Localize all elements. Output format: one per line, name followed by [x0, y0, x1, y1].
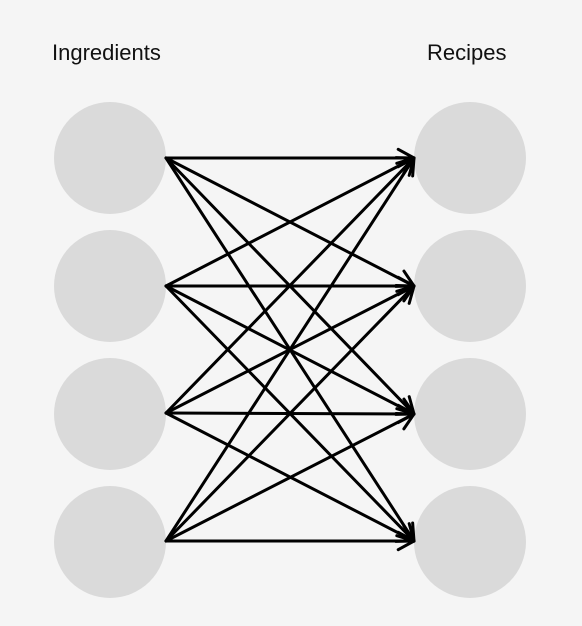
edge-line [164, 156, 416, 543]
ingredient-node [54, 486, 166, 598]
ingredient-node [54, 230, 166, 342]
edge-layer [164, 147, 416, 552]
edge-arrow [164, 284, 416, 543]
recipes-column-label: Recipes [427, 40, 507, 65]
arrowhead [394, 412, 416, 431]
edge-arrow [164, 530, 416, 552]
arrowhead [396, 156, 416, 178]
edge-line [164, 412, 416, 543]
edge-line [164, 156, 416, 415]
ingredient-node [54, 102, 166, 214]
ingredients-column-label: Ingredients [52, 40, 161, 65]
arrowhead [395, 284, 416, 305]
edge-line [164, 284, 416, 543]
edge-arrow [164, 156, 416, 543]
recipe-node [414, 486, 526, 598]
node-layer [54, 102, 526, 598]
ingredient-node [54, 358, 166, 470]
edge-line [164, 156, 416, 288]
edge-arrow [164, 147, 416, 169]
recipe-node [414, 102, 526, 214]
recipe-node [414, 358, 526, 470]
recipe-node [414, 230, 526, 342]
edge-arrow [164, 412, 416, 543]
arrowhead [396, 530, 416, 552]
